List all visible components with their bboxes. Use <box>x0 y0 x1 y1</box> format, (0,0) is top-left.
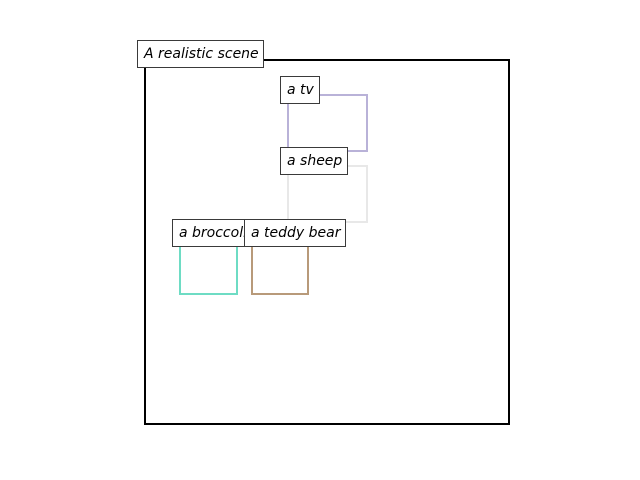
scene-title-label: A realistic scene <box>137 40 264 68</box>
scene-frame <box>144 59 510 425</box>
tv-label: a tv <box>280 76 320 104</box>
teddy-bear-label: a teddy bear <box>244 219 346 247</box>
broccoli-label: a broccoli <box>172 219 254 247</box>
sheep-label: a sheep <box>280 147 348 175</box>
